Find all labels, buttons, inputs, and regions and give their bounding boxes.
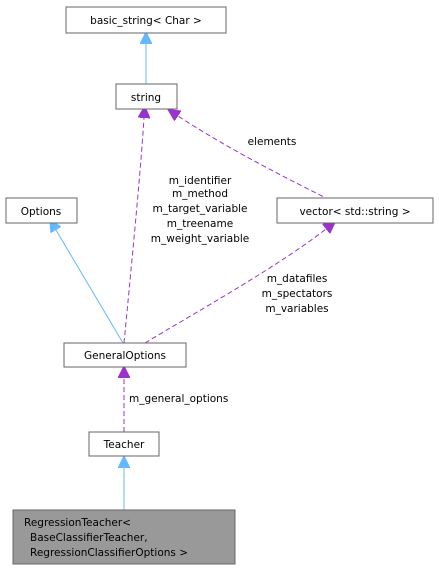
- node-regression-teacher-line-2: BaseClassifierTeacher,: [30, 532, 148, 544]
- edge-label-m-general-options: m_general_options: [129, 393, 228, 405]
- node-teacher-label: Teacher: [103, 439, 145, 451]
- edge-label-m-method: m_method: [172, 188, 228, 200]
- node-string[interactable]: string: [115, 83, 178, 110]
- node-vector-label: vector< std::string >: [299, 206, 410, 218]
- node-teacher[interactable]: Teacher: [88, 431, 160, 457]
- edge-label-m-target-variable: m_target_variable: [152, 203, 247, 215]
- edge-label-m-identifier: m_identifier: [169, 175, 232, 187]
- node-general-options-label: GeneralOptions: [84, 350, 166, 362]
- node-regression-teacher[interactable]: RegressionTeacher< BaseClassifierTeacher…: [12, 509, 236, 565]
- node-options-label: Options: [21, 206, 62, 218]
- edge-general-options-to-string: [123, 118, 144, 344]
- node-general-options[interactable]: GeneralOptions: [63, 342, 187, 368]
- node-regression-teacher-line-1: RegressionTeacher<: [24, 517, 131, 529]
- edge-label-m-variables: m_variables: [265, 303, 328, 315]
- node-regression-teacher-line-3: RegressionClassifierOptions >: [30, 547, 188, 559]
- node-basic-string-label: basic_string< Char >: [90, 15, 202, 27]
- node-vector[interactable]: vector< std::string >: [276, 197, 434, 224]
- edge-label-string-members: m_identifier m_method m_target_variable …: [151, 175, 250, 245]
- node-basic-string[interactable]: basic_string< Char >: [65, 6, 227, 34]
- edge-label-m-spectators: m_spectators: [262, 288, 333, 300]
- node-string-label: string: [131, 92, 161, 104]
- edge-label-m-weight-variable: m_weight_variable: [151, 233, 250, 245]
- edge-label-elements: elements: [248, 136, 297, 148]
- edge-label-vector-members: m_datafiles m_spectators m_variables: [262, 273, 333, 315]
- node-options[interactable]: Options: [5, 197, 78, 224]
- edge-general-options-to-vector: [144, 229, 326, 344]
- edge-label-m-datafiles: m_datafiles: [267, 273, 328, 285]
- edge-general-options-to-options: [56, 230, 124, 344]
- edge-label-m-treename: m_treename: [167, 218, 233, 230]
- edge-vector-to-string: [178, 116, 331, 201]
